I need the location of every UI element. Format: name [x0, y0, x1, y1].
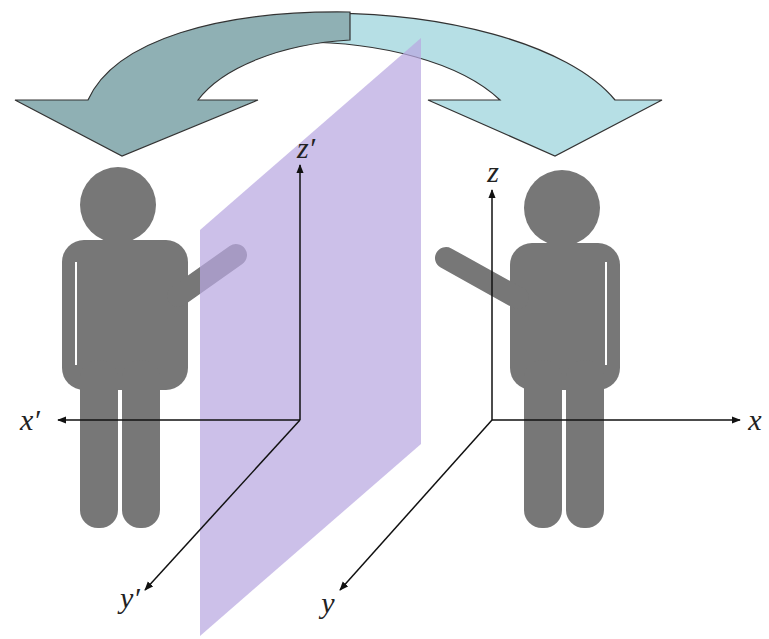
person-figure — [446, 170, 620, 528]
axis-label: y — [321, 588, 334, 618]
mirror-plane — [200, 38, 421, 636]
axis-label: x′ — [20, 405, 40, 435]
axes — [58, 165, 300, 590]
axes — [340, 190, 740, 590]
axis-label: y′ — [120, 583, 140, 613]
axis-label: x — [748, 405, 761, 435]
axis-label: z — [487, 157, 499, 187]
axis-label: z′ — [297, 133, 315, 163]
